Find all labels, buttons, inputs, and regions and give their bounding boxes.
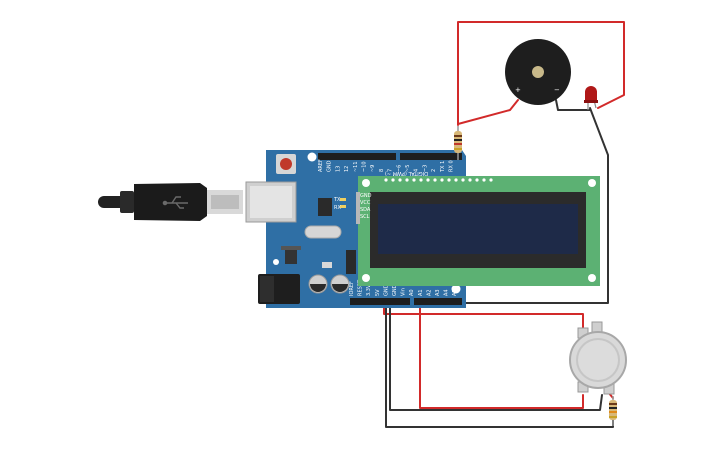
pin-label-top: GND (327, 160, 333, 172)
lcd-pin-hole (412, 178, 416, 182)
lcd-pin-hole (454, 178, 458, 182)
lcd-pin-hole (384, 178, 388, 182)
lcd-pin-gnd: GND (360, 193, 372, 199)
capacitors (308, 274, 350, 294)
lcd-pin-hole (489, 178, 493, 182)
lcd-pin-hole (398, 178, 402, 182)
wire-red-buzzer-loop[interactable] (457, 21, 625, 126)
digital-header-right[interactable] (400, 153, 462, 160)
pin-label-top: 4 (414, 169, 420, 172)
lcd-top-pins (384, 178, 493, 182)
wire-red-resistor-buzzer[interactable] (457, 99, 519, 125)
mounting-hole (451, 284, 461, 294)
lcd-pin-hole (391, 178, 395, 182)
pin-label-top: ~10 (362, 161, 368, 172)
power-header[interactable] (350, 298, 410, 305)
lcd-pin-hole (447, 178, 451, 182)
reset-button[interactable] (276, 154, 296, 174)
buzzer-minus-label: − (554, 86, 560, 94)
pin-label-bottom: RESET (358, 279, 364, 296)
lcd-pin-hole (482, 178, 486, 182)
mounting-hole (273, 259, 279, 265)
wire-red-sensor-vcc[interactable] (383, 303, 584, 331)
tx-label: TX (333, 197, 341, 203)
pin-label-top: RX 0 (449, 160, 455, 172)
pin-label-bottom: GND (392, 284, 398, 296)
lcd-screen (378, 204, 578, 254)
lcd-i2c-pins[interactable]: GND VCC SDA SCL (356, 192, 372, 224)
analog-header[interactable] (414, 298, 462, 305)
pin-label-bottom: 3.3V (366, 284, 372, 296)
pin-label-top: 2 (431, 169, 437, 172)
digital-header-left[interactable] (318, 153, 396, 160)
pin-label-bottom: A4 (444, 289, 450, 296)
pin-label-bottom: A3 (435, 289, 441, 296)
lcd-pin-sda: SDA (360, 207, 371, 213)
lcd-pin-hole (475, 178, 479, 182)
buzzer-plus-label: + (515, 86, 521, 94)
lcd-pin-hole (426, 178, 430, 182)
lcd-pin-hole (419, 178, 423, 182)
pin-label-top: ~5 (405, 165, 411, 172)
usb-cable (98, 183, 243, 221)
wire-red-sensor-a0[interactable] (419, 303, 584, 409)
lcd-pin-vcc: VCC (360, 200, 371, 206)
lcd-pin-hole (461, 178, 465, 182)
pin-label-bottom: 5V (375, 289, 381, 296)
pin-label-top: 8 (379, 169, 385, 172)
red-led[interactable] (584, 86, 598, 110)
wire-dark-buzzer-led[interactable] (555, 99, 591, 111)
pin-label-bottom: Vin (401, 288, 407, 296)
lcd-pin-hole (405, 178, 409, 182)
mounting-hole (307, 152, 317, 162)
gas-sensor[interactable] (569, 321, 627, 395)
pin-label-bottom: A2 (426, 289, 432, 296)
usb-icon (162, 196, 188, 209)
pin-label-top: ~3 (422, 165, 428, 172)
pin-label-top: ~9 (370, 165, 376, 172)
pin-label-top: ~11 (353, 161, 359, 172)
piezo-buzzer[interactable]: + − (505, 39, 571, 105)
pin-label-top: AREF (318, 159, 324, 172)
pin-label-bottom: A0 (409, 289, 415, 296)
rx-label: RX (334, 205, 341, 211)
pin-label-bottom: GND (383, 284, 389, 296)
wire-dark-sensor-gnd[interactable] (389, 303, 603, 411)
pin-label-top: 12 (344, 166, 350, 172)
pin-label-bottom: A5 (452, 289, 458, 296)
pin-label-bottom: A1 (418, 289, 424, 296)
lcd-module[interactable]: GND VCC SDA SCL (356, 176, 600, 286)
pin-label-top: 13 (335, 166, 341, 172)
pin-label-top: 7 (388, 169, 394, 172)
resistor-buzzer[interactable] (454, 126, 462, 160)
lcd-pin-hole (468, 178, 472, 182)
lcd-pin-hole (440, 178, 444, 182)
pin-label-top: TX 1 (440, 161, 446, 173)
digital-label: DIGITAL (PWM ~) (385, 170, 428, 176)
resistor-sensor[interactable] (609, 396, 617, 426)
lcd-pin-scl: SCL (360, 214, 370, 220)
pin-label-bottom: IOREF (349, 281, 355, 296)
lcd-pin-hole (433, 178, 437, 182)
pin-label-top: ~6 (396, 165, 402, 172)
